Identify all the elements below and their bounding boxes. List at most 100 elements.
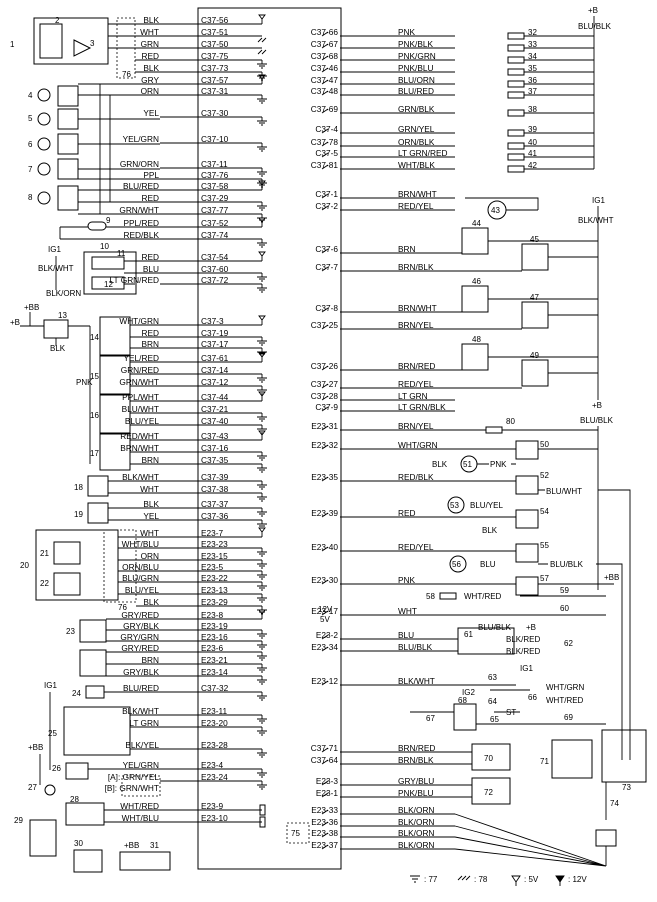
label-7: 7 bbox=[28, 165, 33, 174]
left-wire-color: RED bbox=[141, 193, 159, 203]
left-wire-color: GRY/BLK bbox=[123, 621, 159, 631]
right-pin-label: C37-4 bbox=[315, 124, 338, 134]
left-wire-color: WHT/RED bbox=[120, 801, 159, 811]
right-wire-color: PNK/BLK bbox=[398, 39, 434, 49]
label-76a: 76 bbox=[122, 70, 131, 79]
pnk-51-label: PNK bbox=[490, 460, 507, 469]
shield-ground-icon bbox=[257, 49, 267, 55]
right-wire-color: BLK/ORN bbox=[398, 817, 434, 827]
switch-icon bbox=[321, 248, 329, 254]
left-pin-label: C37-12 bbox=[201, 377, 229, 387]
power-b-top-label: +B bbox=[588, 6, 598, 15]
left-pin-label: C37-77 bbox=[201, 205, 229, 215]
left-pin-label: E23-22 bbox=[201, 573, 228, 583]
switch-icon bbox=[321, 759, 329, 765]
left-pin-label: C37-36 bbox=[201, 511, 229, 521]
right-pin-label: C37-46 bbox=[311, 63, 339, 73]
switch-icon bbox=[321, 646, 329, 652]
ground-icon bbox=[257, 481, 267, 490]
sensor-8-icon bbox=[37, 191, 51, 205]
pnk-side-label: PNK bbox=[76, 378, 93, 387]
switch-icon bbox=[321, 476, 329, 482]
switch-icon bbox=[321, 205, 329, 211]
label-6: 6 bbox=[28, 140, 33, 149]
ground-icon bbox=[257, 630, 267, 639]
left-wire-color: [B]: GRN/WHT bbox=[105, 783, 159, 793]
st-65-label: ST bbox=[506, 708, 516, 717]
left-pin-label: E23-20 bbox=[201, 718, 228, 728]
label-8: 8 bbox=[28, 193, 33, 202]
left-pin-label: E23-10 bbox=[201, 813, 228, 823]
label-65: 65 bbox=[490, 715, 499, 724]
left-wire-color: GRN/WHT bbox=[119, 377, 159, 387]
vref-icon bbox=[258, 251, 266, 261]
left-pin-label: C37-75 bbox=[201, 51, 229, 61]
left-wire-color: BLK bbox=[143, 499, 159, 509]
label-12: 12 bbox=[104, 280, 113, 289]
label-28: 28 bbox=[70, 795, 79, 804]
fuse-icon bbox=[507, 56, 525, 64]
left-pin-label: C37-11 bbox=[201, 159, 228, 169]
left-pin-label: C37-76 bbox=[201, 170, 229, 180]
v12-label: 12V bbox=[318, 605, 333, 614]
right-pin-label: C37-7 bbox=[315, 262, 338, 272]
left-wire-color: PPL bbox=[143, 170, 159, 180]
fuse-number: 38 bbox=[528, 105, 537, 114]
fuse-icon bbox=[507, 80, 525, 88]
ground-icon bbox=[257, 520, 267, 529]
ground-icon bbox=[257, 60, 267, 69]
left-wire-color: GRN/ORN bbox=[120, 159, 159, 169]
left-wire-color: WHT/BLU bbox=[122, 539, 159, 549]
right-wire-color: BRN bbox=[398, 244, 416, 254]
blk-red-62-label: BLK/RED bbox=[506, 647, 540, 656]
shield-76-box bbox=[116, 17, 136, 79]
sensors-23-79: 23 bbox=[66, 618, 160, 677]
ig1-left-label: IG1 bbox=[48, 245, 61, 254]
component-2-box bbox=[39, 23, 63, 59]
vref-icon bbox=[258, 315, 266, 325]
left-wire-color: BLU bbox=[143, 264, 159, 274]
right-wire-color: RED/YEL bbox=[398, 379, 434, 389]
left-pin-label: C37-3 bbox=[201, 316, 224, 326]
right-wire-color: GRN/BLK bbox=[398, 104, 435, 114]
label-47: 47 bbox=[530, 293, 539, 302]
label-29: 29 bbox=[14, 816, 23, 825]
switch-icon bbox=[321, 266, 329, 272]
left-wire-color: BLU/GRN bbox=[122, 573, 159, 583]
right-pin-label: E23-38 bbox=[311, 828, 338, 838]
ig1-24-label: IG1 bbox=[44, 681, 57, 690]
right-wire-color: WHT bbox=[398, 606, 417, 616]
right-pin-label: E23-3 bbox=[316, 776, 339, 786]
label-2: 2 bbox=[55, 16, 60, 25]
left-wire-color: GRN/RED bbox=[121, 365, 159, 375]
left-wire-color: GRY/RED bbox=[121, 610, 159, 620]
switch-icon bbox=[321, 193, 329, 199]
left-wire-color: BLU/YEL bbox=[125, 416, 160, 426]
left-pin-label: E23-19 bbox=[201, 621, 228, 631]
left-pin-label: C37-16 bbox=[201, 443, 229, 453]
label-9: 9 bbox=[106, 216, 111, 225]
label-4: 4 bbox=[28, 91, 33, 100]
switch-icon bbox=[321, 43, 329, 49]
fuse-9-icon bbox=[87, 221, 107, 231]
ground-icon bbox=[257, 727, 267, 736]
blu-56-label: BLU bbox=[480, 560, 496, 569]
label-67: 67 bbox=[426, 714, 435, 723]
right-pin-label: C37-8 bbox=[315, 303, 338, 313]
left-wire-color: BLU/RED bbox=[123, 181, 159, 191]
